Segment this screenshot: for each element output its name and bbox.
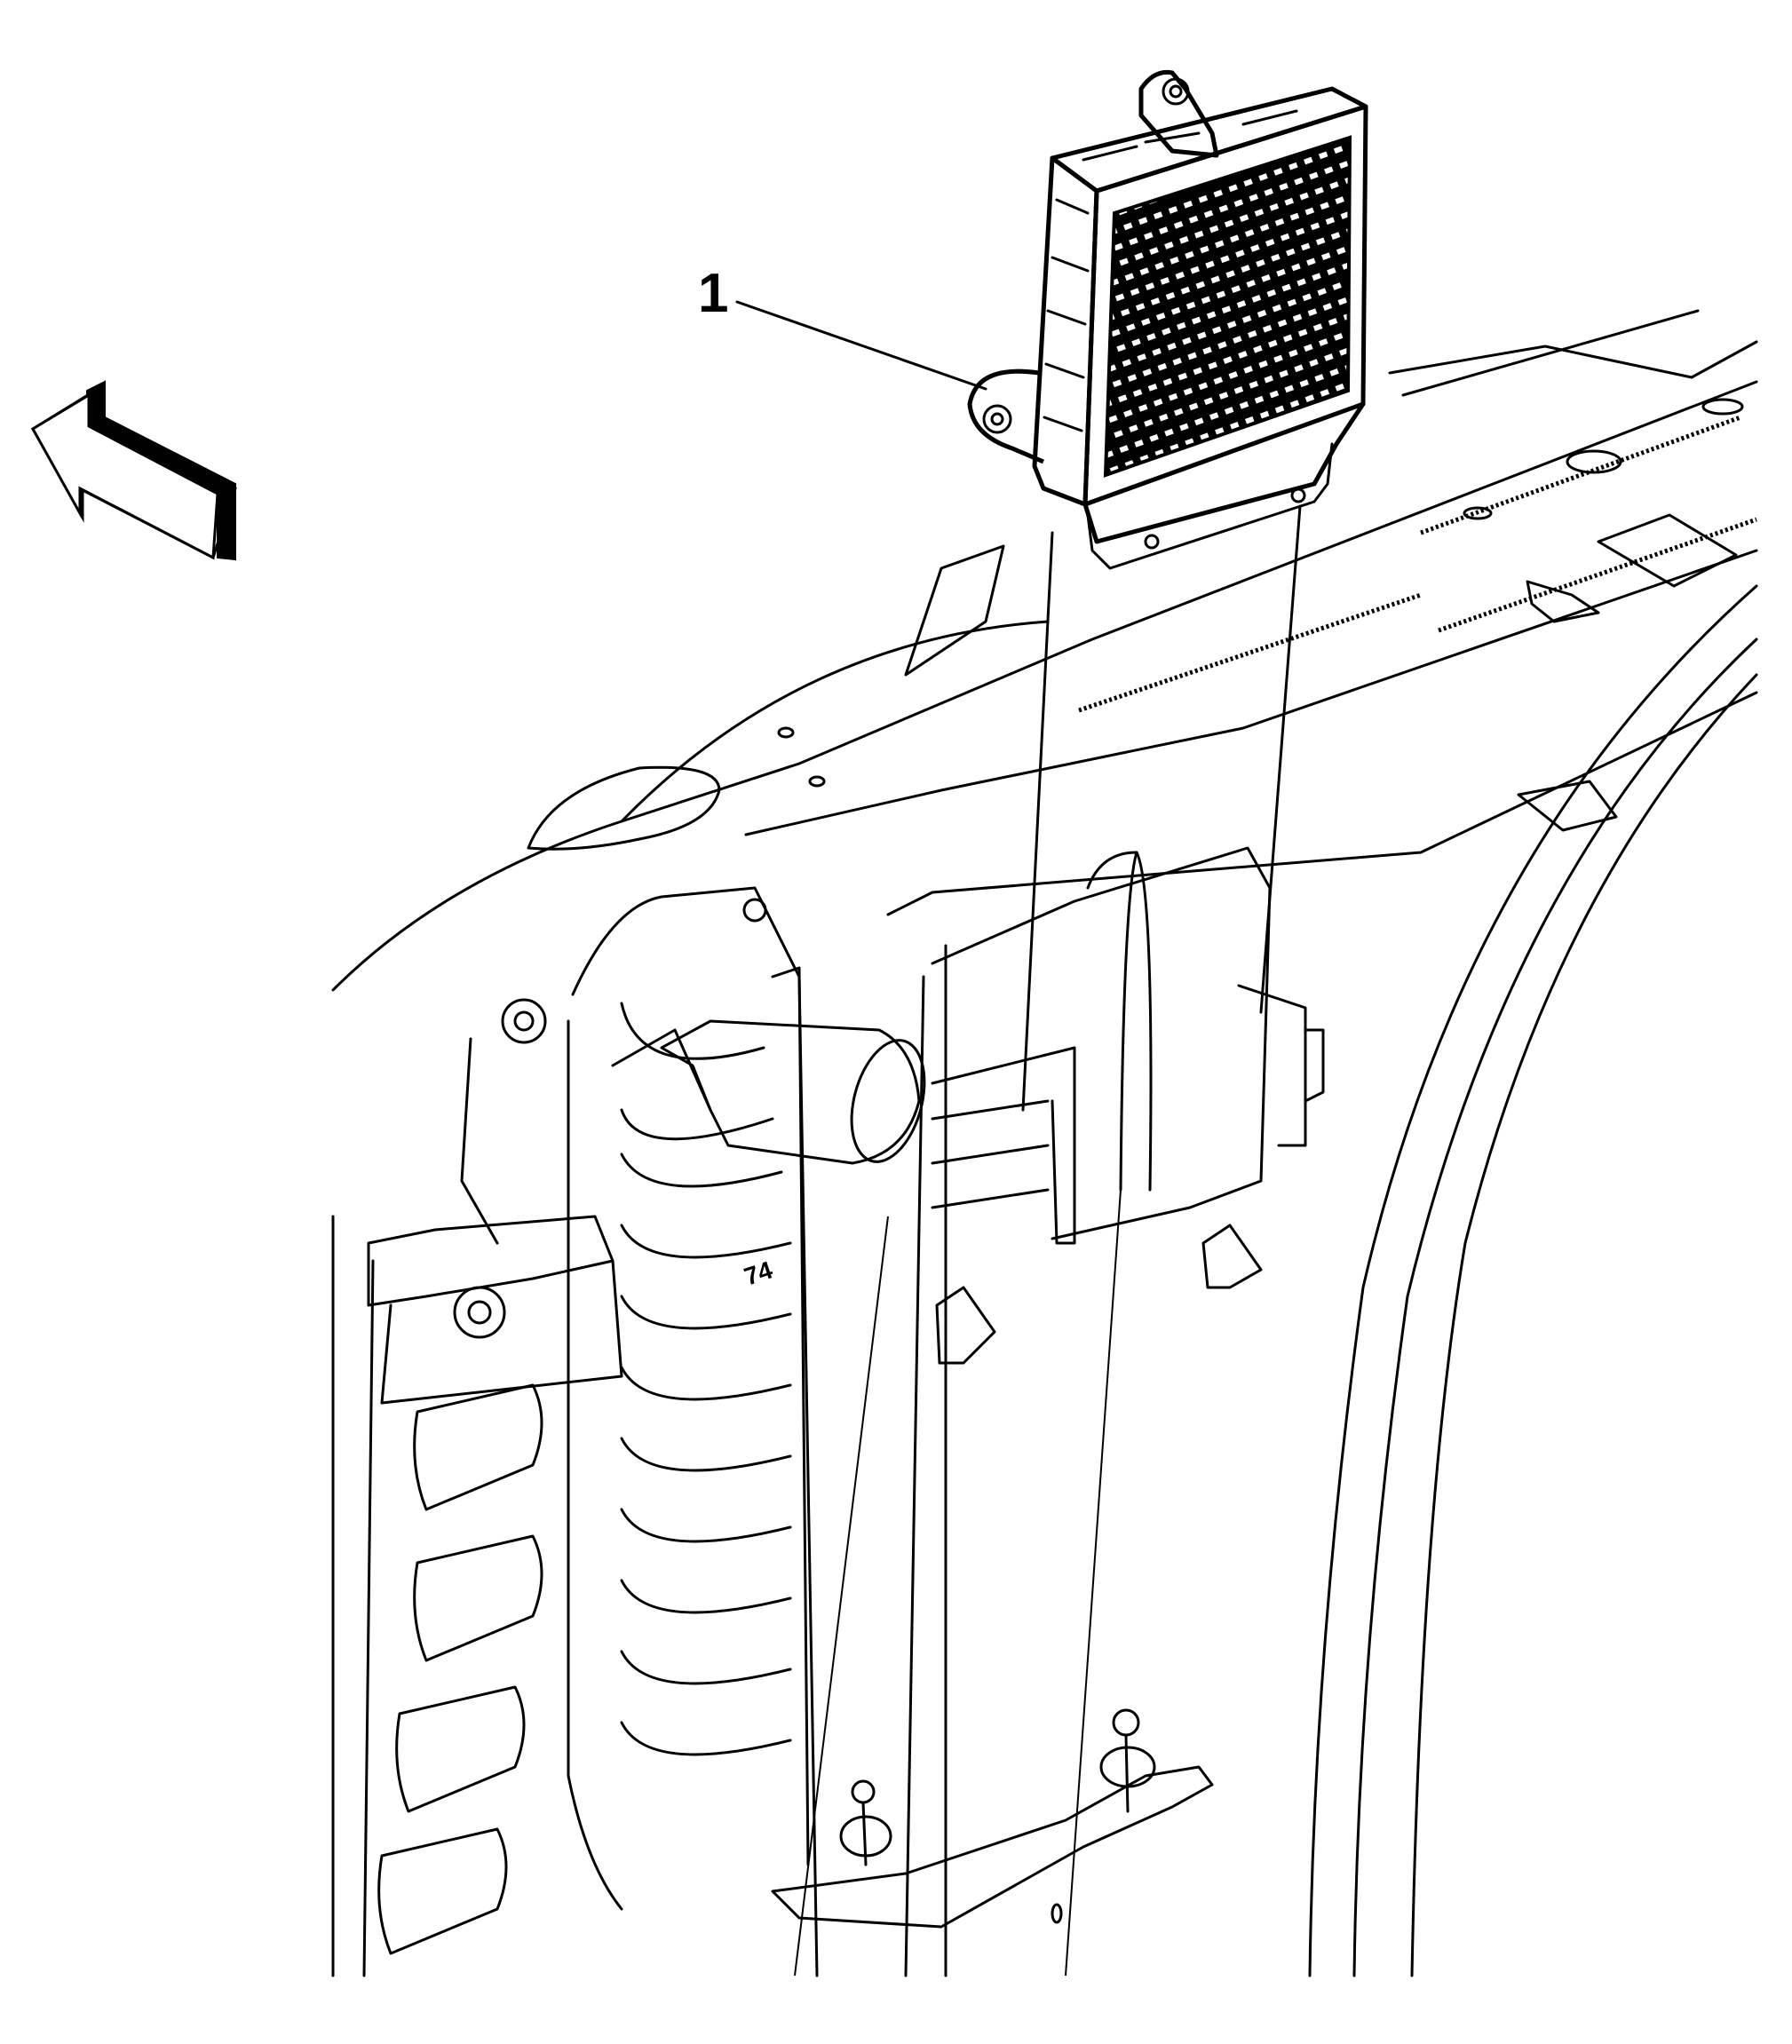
left-bracket: [369, 899, 765, 1403]
callout-number-1: 1: [698, 263, 729, 324]
push-pin-right-icon: [1101, 1710, 1154, 1811]
module-with-mesh-grille: [970, 72, 1366, 568]
lower-bracket-with-pushpins: [773, 1710, 1212, 1927]
air-deflector-panel: [906, 848, 1323, 1976]
fender-arch: [1310, 586, 1756, 1976]
callout-leader-line: [737, 302, 986, 389]
installation-guide-lines: [795, 506, 1300, 1976]
push-pin-left-icon: [841, 1781, 891, 1865]
left-fascia: [333, 1216, 542, 1976]
radiator-support-tie-bar: [333, 311, 1756, 990]
forward-direction-arrow-icon: [33, 382, 235, 559]
radiator-end-tank: 74: [568, 888, 817, 1976]
hose-outlet: [613, 1021, 937, 1169]
embossed-number: 74: [741, 1256, 776, 1290]
